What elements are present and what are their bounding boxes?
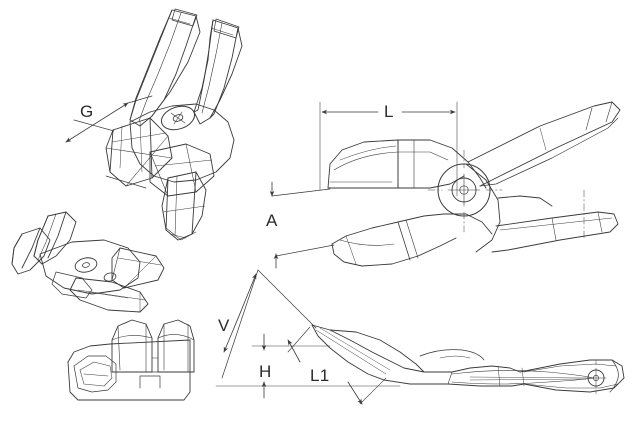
dimension-label-h: H	[259, 362, 272, 381]
dimension-label-g: G	[80, 102, 94, 121]
view-top-left-isometric	[65, 8, 243, 241]
view-bottom-side-open	[215, 269, 625, 405]
dimension-label-a: A	[266, 211, 278, 230]
view-small-isometric	[11, 211, 165, 313]
dimension-label-l1: L1	[310, 366, 330, 385]
dimension-label-l: L	[384, 102, 394, 121]
dimension-label-v: V	[218, 316, 230, 335]
view-right-side-open	[269, 101, 621, 269]
view-front-end	[67, 319, 195, 401]
